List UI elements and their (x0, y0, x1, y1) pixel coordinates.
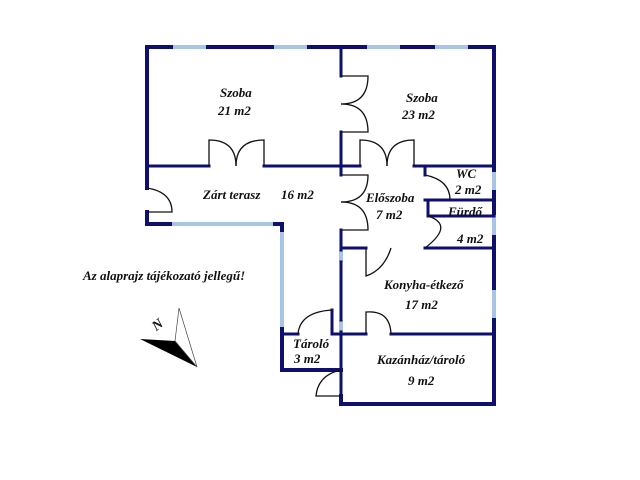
room-eloszoba-area: 7 m2 (376, 207, 403, 222)
room-szoba-2-name: Szoba (406, 90, 438, 105)
room-furdo-area: 4 m2 (457, 231, 484, 246)
room-konyha-area: 17 m2 (405, 297, 438, 312)
windows (172, 45, 496, 332)
room-kazanhaz-name: Kazánház/tároló (377, 352, 466, 367)
room-furdo-name: Fürdő (448, 204, 482, 219)
room-szoba-1-name: Szoba (220, 85, 252, 100)
room-eloszoba-name: Előszoba (366, 190, 415, 205)
room-tarolo-area: 3 m2 (294, 351, 321, 366)
room-wc-area: 2 m2 (455, 182, 482, 197)
room-zart-terasz-name: Zárt terasz (203, 187, 261, 202)
doors (146, 75, 451, 397)
room-szoba-1-area: 21 m2 (218, 103, 251, 118)
room-szoba-2-area: 23 m2 (402, 107, 435, 122)
room-tarolo-name: Tároló (293, 336, 330, 351)
room-zart-terasz-area: 16 m2 (281, 187, 314, 202)
room-wc-name: WC (456, 166, 477, 181)
compass-icon (140, 307, 198, 368)
interior-walls (145, 45, 496, 398)
disclaimer-text: Az alaprajz tájékozató jellegű! (83, 268, 246, 283)
room-kazanhaz-area: 9 m2 (408, 373, 435, 388)
room-konyha-name: Konyha-étkező (384, 277, 464, 292)
